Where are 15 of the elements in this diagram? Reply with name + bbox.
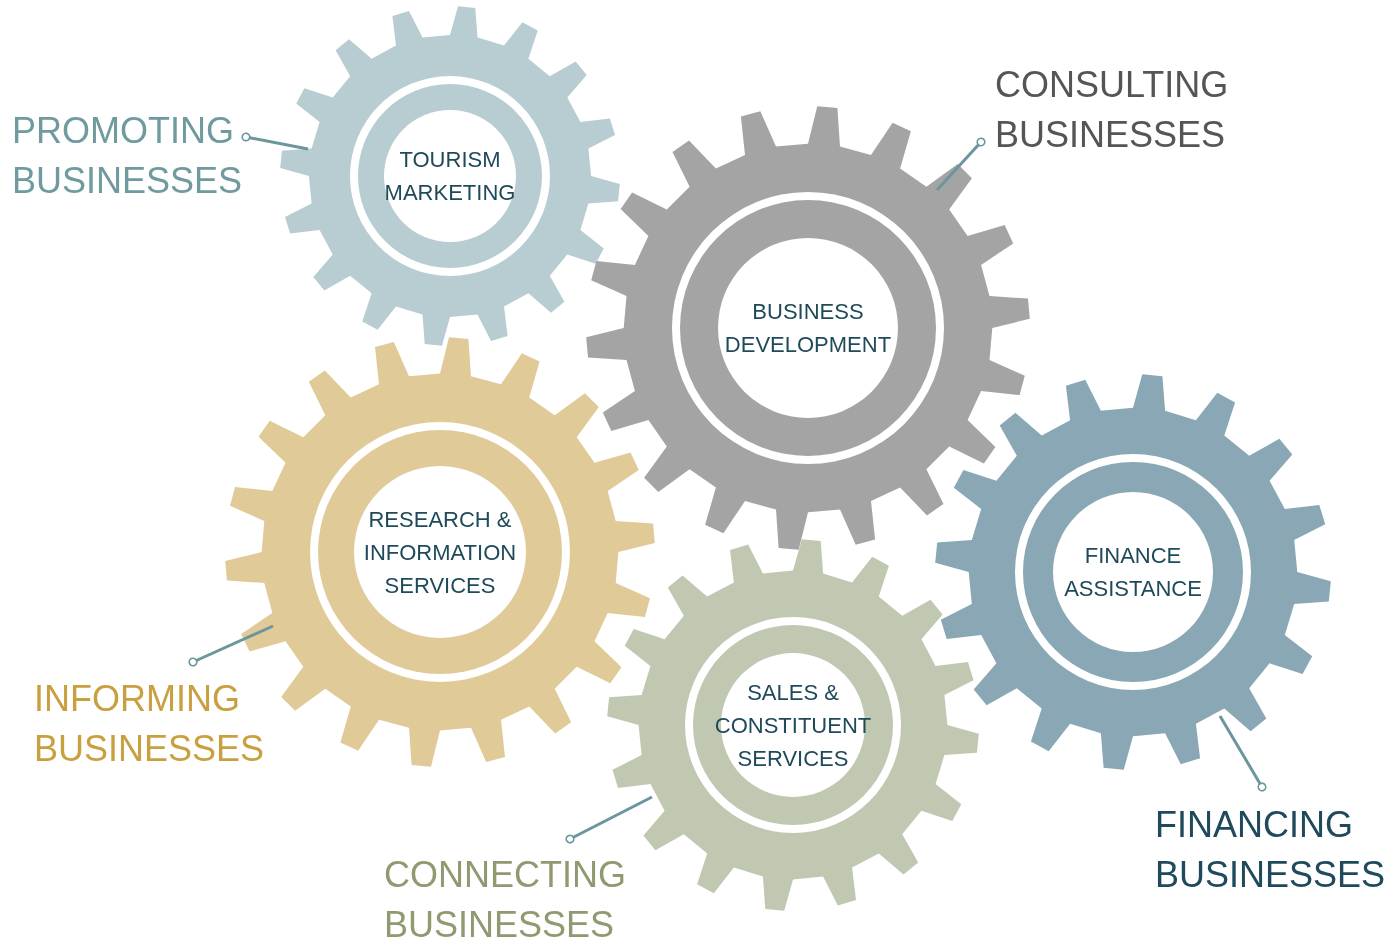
callout-text: CONNECTING BUSINESSES bbox=[384, 853, 627, 943]
callout-text: PROMOTING BUSINESSES bbox=[12, 109, 244, 203]
leader-line bbox=[1218, 715, 1267, 792]
callout-text: FINANCING BUSINESSES bbox=[1155, 803, 1387, 897]
callout-text: CONSULTING BUSINESSES bbox=[995, 63, 1230, 157]
gear-label: FINANCE ASSISTANCE bbox=[1063, 542, 1203, 603]
gear-label: BUSINESS DEVELOPMENT bbox=[723, 298, 893, 359]
leader-line bbox=[188, 624, 274, 667]
gear-label: SALES & CONSTITUENT SERVICES bbox=[713, 678, 873, 773]
leader-line bbox=[935, 137, 986, 191]
gear-label: RESEARCH & INFORMATION SERVICES bbox=[362, 505, 518, 600]
callout-text: INFORMING BUSINESSES bbox=[34, 677, 266, 771]
leader-line bbox=[565, 795, 653, 844]
gear-label: TOURISM MARKETING bbox=[383, 146, 517, 207]
leader-line bbox=[241, 132, 309, 151]
